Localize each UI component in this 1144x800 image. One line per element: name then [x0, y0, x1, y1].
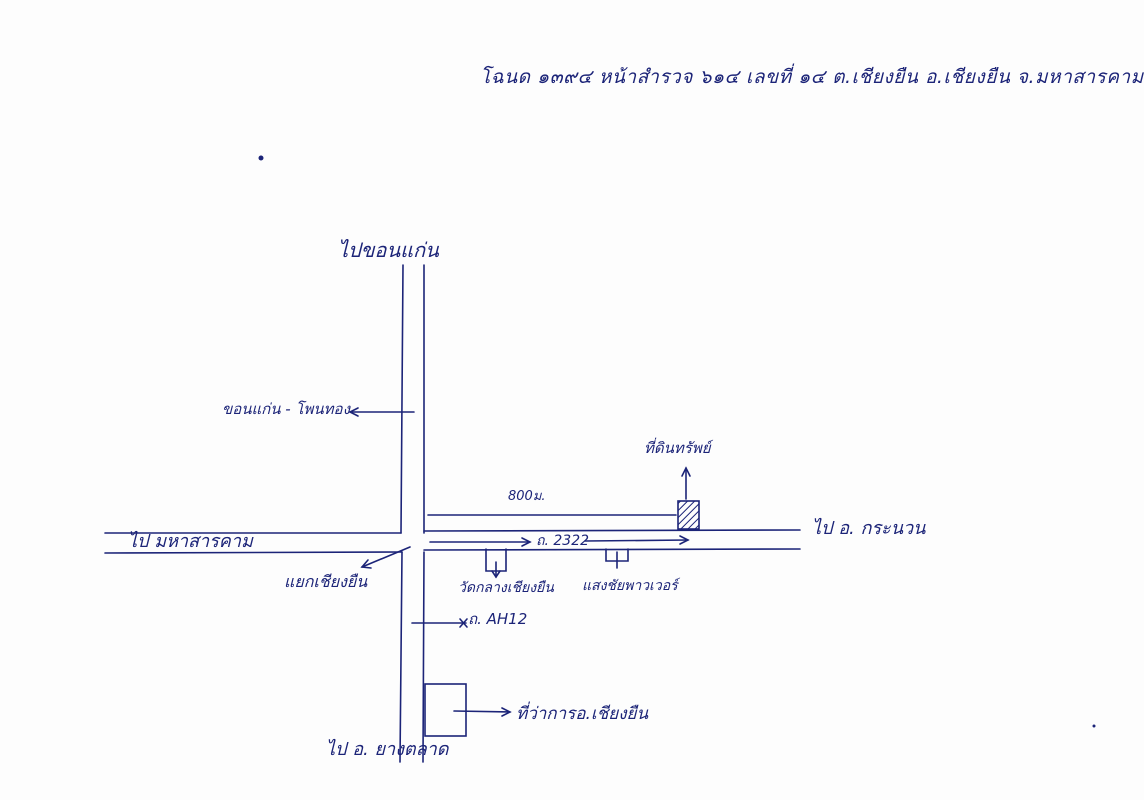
- road-2322-arrow-east: [584, 539, 689, 542]
- label-road-ah12: ถ. AH12: [468, 610, 528, 628]
- junction-pointer: [361, 546, 411, 568]
- ns-road-right-edge-south: [422, 551, 425, 763]
- label-distance: 800ม.: [508, 489, 546, 504]
- label-to-kranuan: ไป อ. กระนวน: [812, 518, 926, 539]
- label-to-khonkaen: ไปขอนแก่น: [338, 238, 439, 262]
- district-office-box: [424, 683, 467, 737]
- label-gas-station: แสงชัยพาวเวอร์: [582, 578, 678, 594]
- ns-road-left-edge: [400, 264, 404, 534]
- label-to-yang-talat: ไป อ. ยางตลาด: [326, 739, 449, 760]
- ew-road-top-edge-east: [423, 529, 801, 532]
- label-to-mahasarakham: ไป มหาสารคาม: [128, 531, 253, 552]
- district-office-pointer: [453, 710, 511, 713]
- ns-road-left-edge-south: [399, 551, 403, 763]
- label-land: ที่ดินทรัพย์: [644, 439, 711, 457]
- label-district-office: ที่ว่าการอ.เชียงยืน: [516, 704, 649, 724]
- label-road-2322: ถ. 2322: [536, 533, 590, 549]
- land-parcel: [677, 500, 700, 530]
- label-khonkaen-phonthong-road: ขอนแก่น - โพนทอง: [222, 400, 350, 418]
- ink-dot-right: [1092, 724, 1096, 728]
- ew-road-bottom-edge-west: [104, 551, 403, 554]
- label-temple: วัดกลางเชียงยืน: [458, 580, 554, 596]
- ink-dot: [258, 155, 264, 161]
- label-chiang-yuen-junction: แยกเชียงยืน: [284, 572, 368, 591]
- ew-road-bottom-edge-east: [423, 548, 801, 551]
- deed-title: โฉนด ๑๓๙๔ หน้าสำรวจ ๖๑๔ เลขที่ ๑๔ ต.เชีย…: [480, 66, 1144, 88]
